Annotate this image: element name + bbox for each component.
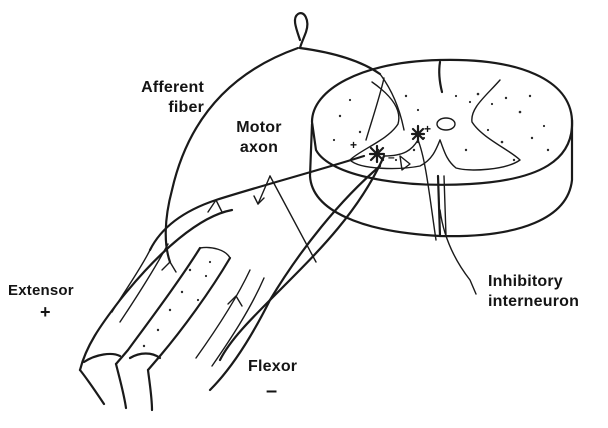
motor-axons [150, 156, 384, 360]
afferent-fiber-label: Afferent fiber [112, 78, 204, 118]
motor-label-line2: axon [224, 138, 294, 158]
gray-matter-stipple [333, 93, 549, 162]
flexor-sign: – [266, 380, 277, 403]
synapse-sign-plus-left: + [350, 138, 357, 152]
inhibitory-label-line1: Inhibitory [488, 272, 579, 292]
motor-label-line1: Motor [224, 118, 294, 138]
extensor-sign: + [40, 302, 51, 323]
synapse-sign-minus: – [388, 150, 395, 164]
afferent-label-line1: Afferent [112, 78, 204, 98]
motor-axon-label: Motor axon [224, 118, 294, 158]
afferent-label-line2: fiber [112, 98, 204, 118]
inhibitory-label-line2: interneuron [488, 292, 579, 312]
inhibitory-interneuron-label: Inhibitory interneuron [488, 272, 579, 312]
extensor-label: Extensor [8, 282, 74, 299]
synapse-sign-plus-right: + [424, 122, 431, 136]
flexor-label: Flexor [248, 358, 297, 376]
limb-muscles [80, 166, 380, 410]
